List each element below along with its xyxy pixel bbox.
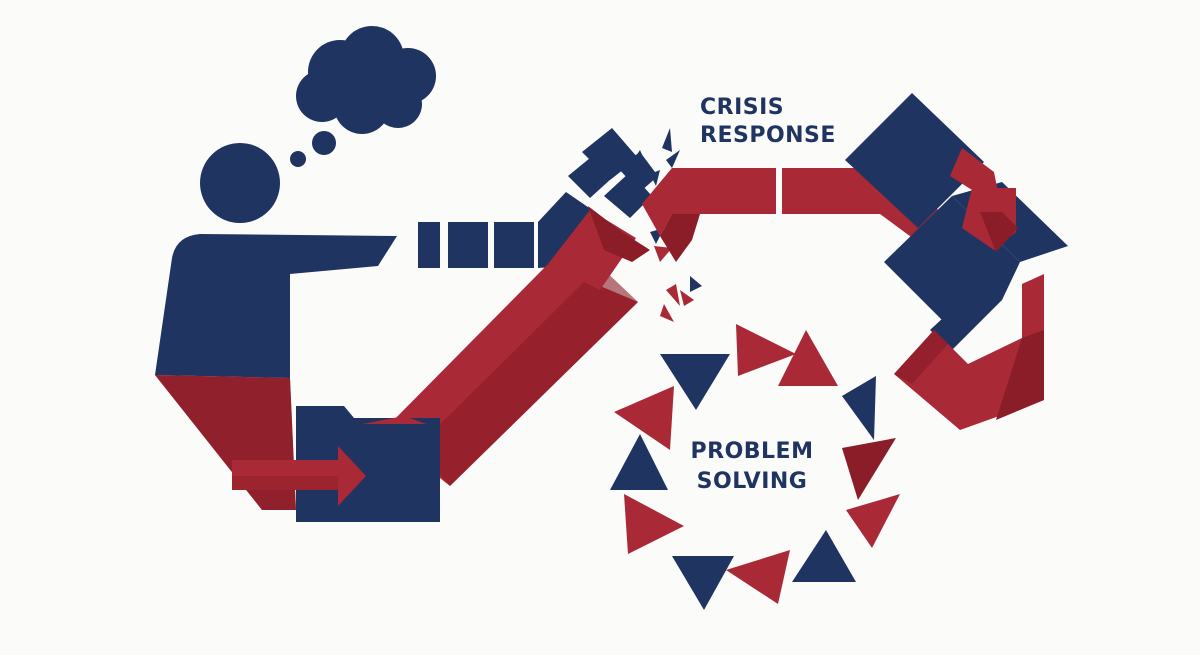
person-torso (155, 234, 397, 378)
red-path-arm (382, 206, 650, 486)
problem-label-line2: SOLVING (697, 469, 808, 494)
break-spark-icon (636, 128, 702, 322)
crisis-label-line1: CRISIS (700, 95, 784, 120)
red-path-loop (894, 274, 1044, 430)
triangle-cycle-icon (610, 324, 900, 610)
crisis-label-line2: RESPONSE (700, 123, 836, 148)
thought-bubble-icon (290, 26, 436, 167)
crisis-response-label: CRISIS RESPONSE (700, 95, 836, 148)
navy-path-segments (418, 128, 658, 268)
folder-icon (296, 406, 440, 522)
arrow-right-icon (232, 446, 366, 506)
problem-solving-label: PROBLEM SOLVING (691, 439, 814, 494)
red-down-arrow (934, 148, 1018, 252)
problem-label-line1: PROBLEM (691, 439, 814, 464)
person-head (200, 143, 280, 223)
